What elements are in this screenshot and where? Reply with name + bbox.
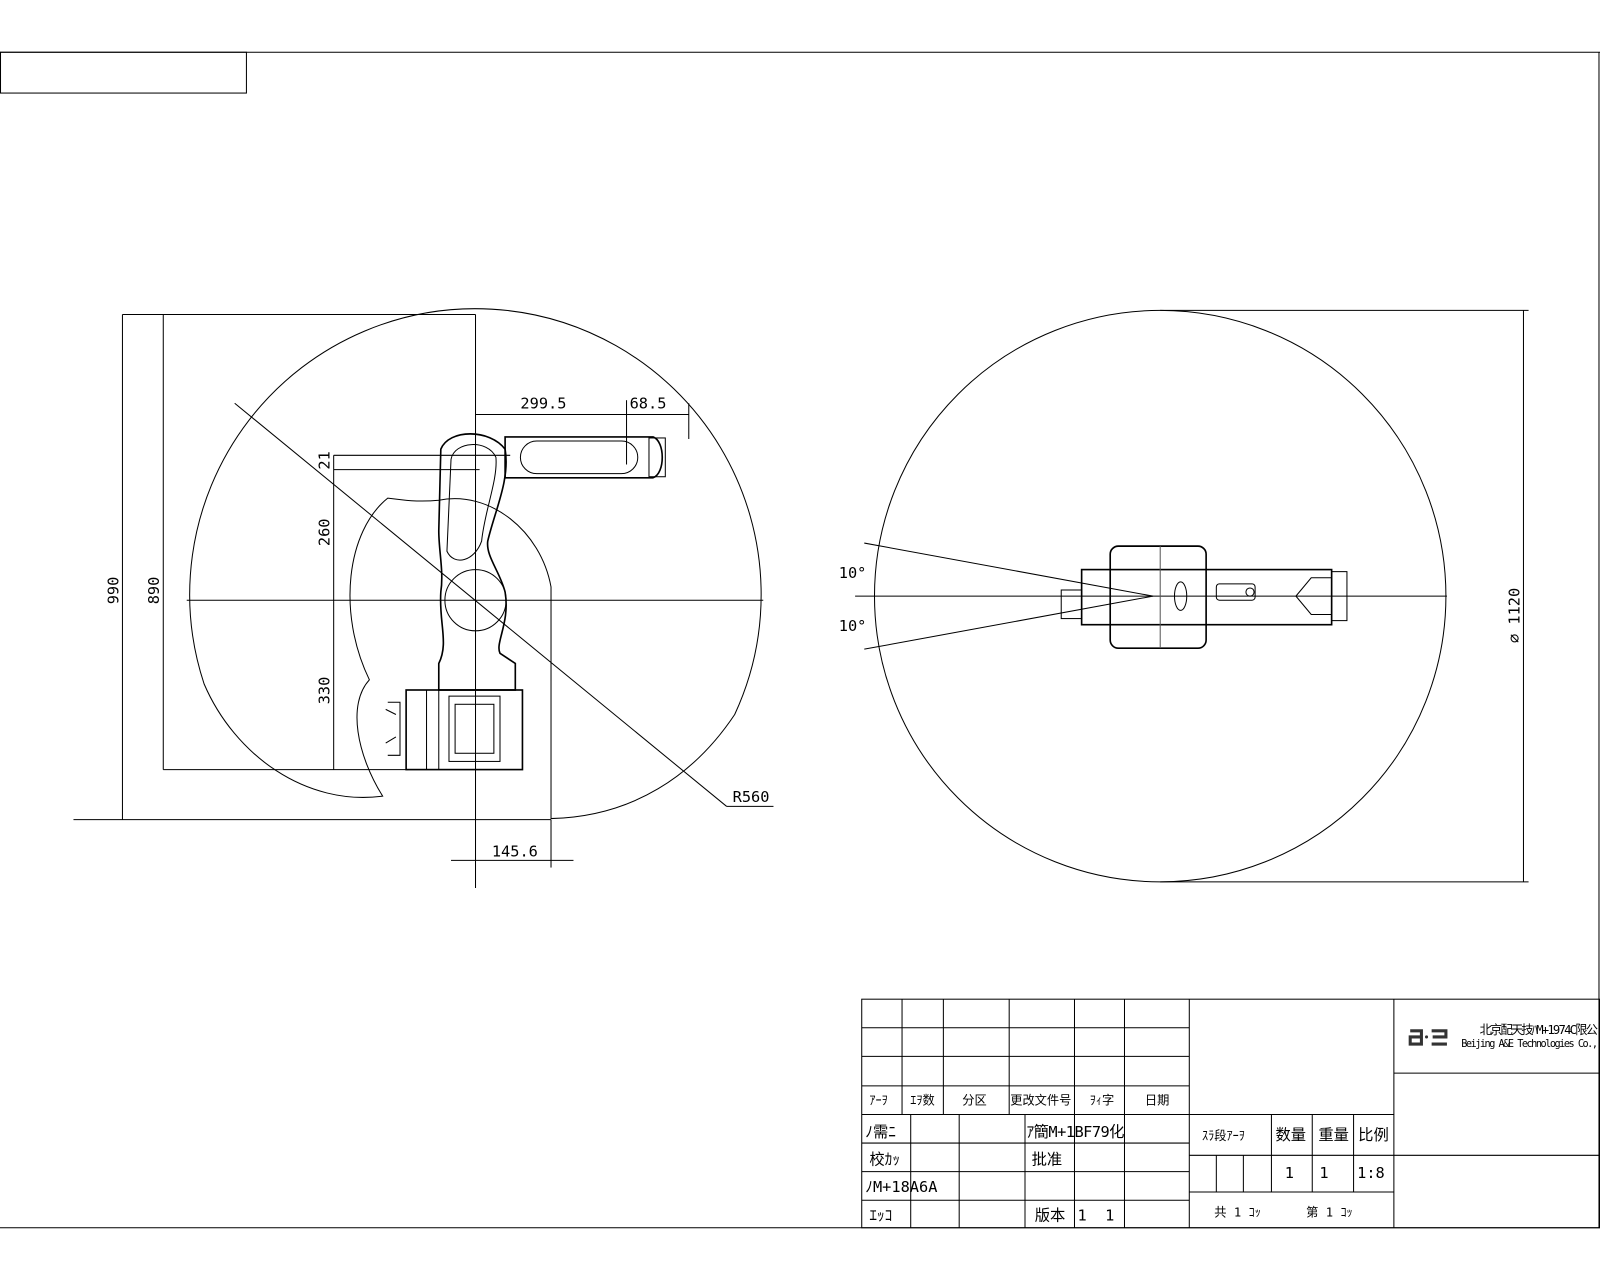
dim-299-5: 299.5 <box>520 394 566 412</box>
dim-21: 21 <box>316 451 334 469</box>
dim-diameter-1120: ⌀ 1120 <box>1505 588 1523 643</box>
version-label: 版本 <box>1035 1207 1066 1225</box>
header-mark: ｱｰｦ <box>869 1093 887 1107</box>
dim-260: 260 <box>316 518 334 546</box>
dim-330: 330 <box>316 677 334 705</box>
dim-angle-upper: 10° <box>839 564 867 582</box>
header-zone: 分区 <box>962 1093 986 1107</box>
top-view: 10° 10° ⌀ 1120 <box>839 309 1529 883</box>
drawing-number-box <box>0 51 247 94</box>
process-label: ｴｯｺ <box>869 1207 892 1225</box>
designer-label: ﾉ需ﾆ <box>865 1123 896 1141</box>
dim-145-6: 145.6 <box>492 842 538 860</box>
title-block: ｱｰｦ ｴｦ数 分区 更改文件号 ｦｨ字 日期 ﾉ需ﾆ ｱ簡M+1BF79化 校… <box>861 998 1600 1229</box>
header-date: 日期 <box>1145 1093 1169 1107</box>
sheet-total: 共 1 ｺｯ <box>1214 1206 1261 1220</box>
dim-68-5: 68.5 <box>630 394 667 412</box>
approval-label: 批准 <box>1032 1150 1063 1168</box>
dim-990: 990 <box>104 577 122 605</box>
header-change-doc: 更改文件号 <box>1010 1092 1071 1107</box>
robot-top <box>1060 545 1348 649</box>
quantity-value: 1 <box>1285 1164 1294 1182</box>
robot-side <box>385 433 666 771</box>
stage-label: ｽﾗ段ｱｰｦ <box>1202 1128 1245 1143</box>
company-name-cn: 北京配天技ﾊM+1974C限公 <box>1480 1023 1598 1037</box>
company-name-en: Beijing A&E Technologies Co., <box>1461 1039 1598 1050</box>
checker-label: 校ｶｯ <box>869 1150 900 1168</box>
header-signature: ｦｨ字 <box>1090 1092 1114 1107</box>
sheet-border <box>0 51 1600 1229</box>
scale-label: 比例 <box>1358 1126 1389 1144</box>
scale-value: 1:8 <box>1357 1164 1385 1182</box>
version-value-1: 1 <box>1078 1207 1087 1225</box>
sheet-current: 第 1 ｺｯ <box>1306 1206 1353 1220</box>
work-envelope <box>189 308 762 820</box>
reviewer-label: ﾉM+18A6A <box>865 1178 937 1196</box>
quantity-label: 数量 <box>1276 1126 1307 1144</box>
dim-r560: R560 <box>733 788 770 806</box>
standardization-label: ｱ簡M+1BF79化 <box>1027 1123 1125 1141</box>
dim-angle-lower: 10° <box>839 617 867 635</box>
weight-label: 重量 <box>1318 1126 1349 1144</box>
weight-value: 1 <box>1319 1164 1328 1182</box>
side-view: 299.5 68.5 21 260 330 990 890 R560 145.6 <box>73 308 774 888</box>
company-logo <box>1408 1029 1448 1046</box>
dim-890: 890 <box>145 577 163 605</box>
version-value-2: 1 <box>1105 1207 1114 1225</box>
header-count: ｴｦ数 <box>910 1092 934 1107</box>
